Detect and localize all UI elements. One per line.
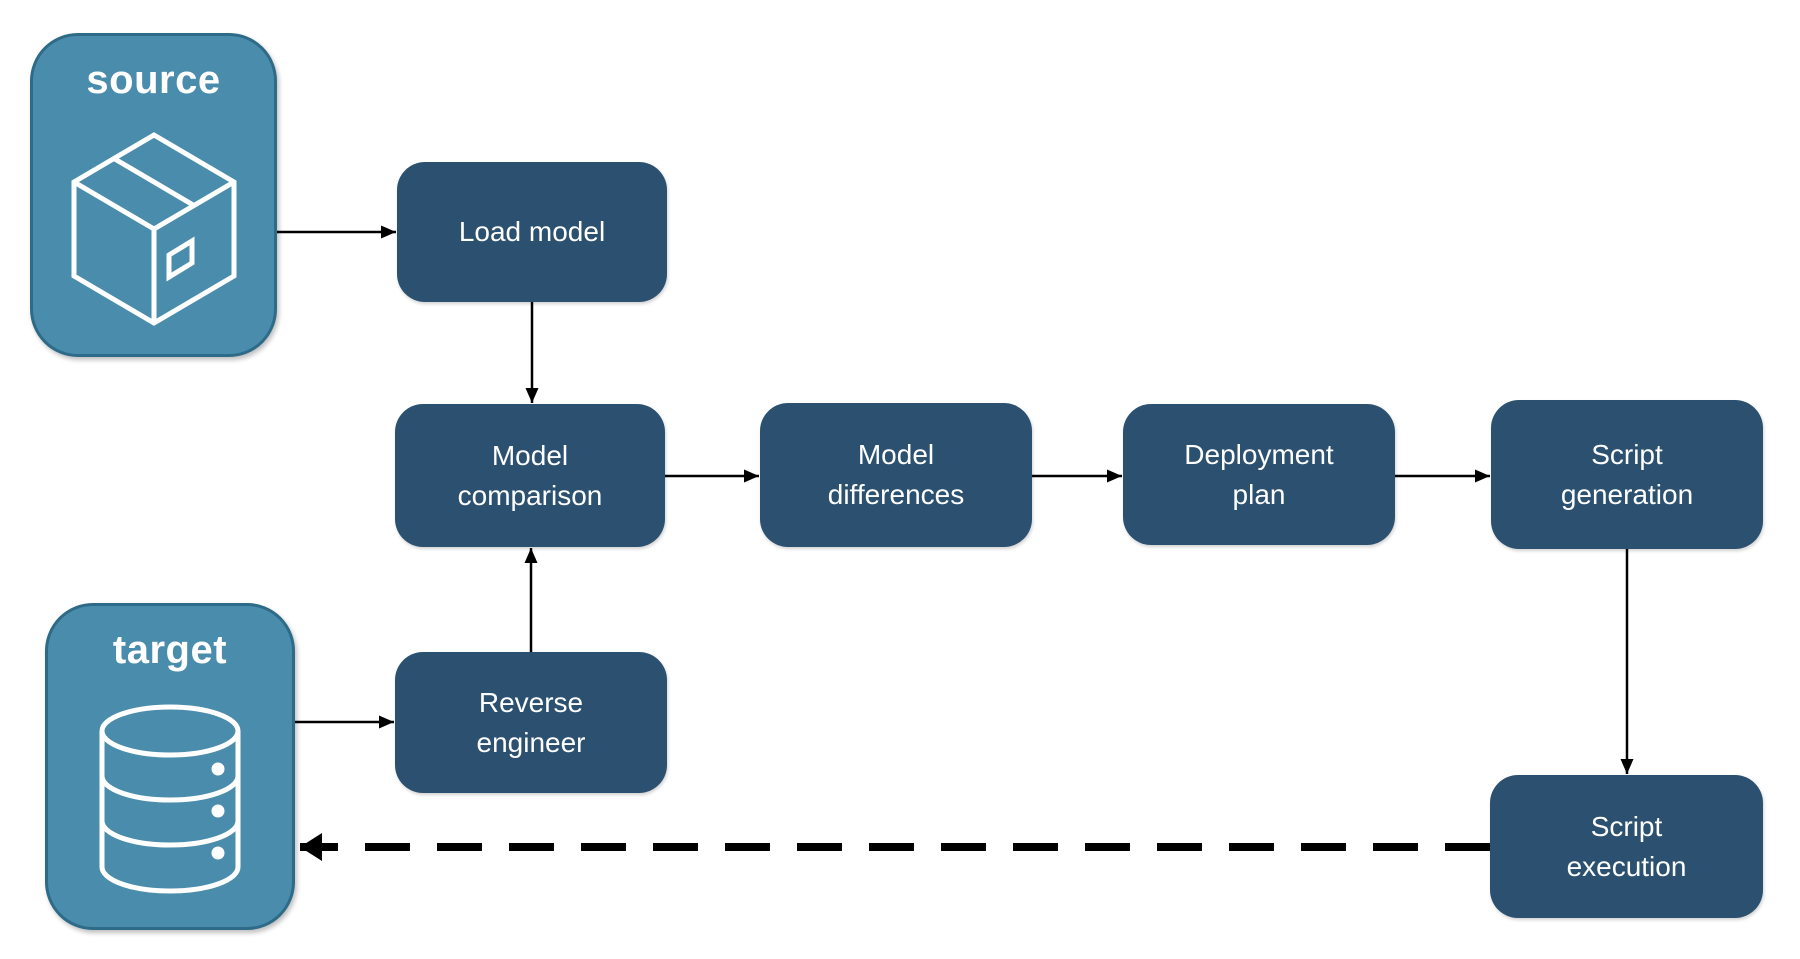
node-model-comparison: Model comparison (395, 404, 665, 547)
package-icon (33, 103, 274, 354)
node-reverse-engineer: Reverse engineer (395, 652, 667, 793)
target-entity: target (45, 603, 295, 930)
node-deployment-plan: Deployment plan (1123, 404, 1395, 545)
node-script-execution: Script execution (1490, 775, 1763, 918)
source-label: source (86, 58, 221, 102)
node-model-differences: Model differences (760, 403, 1032, 547)
node-script-generation: Script generation (1491, 400, 1763, 549)
database-icon (48, 673, 292, 927)
target-label: target (112, 628, 228, 672)
node-load-model: Load model (397, 162, 667, 302)
source-entity: source (30, 33, 277, 357)
